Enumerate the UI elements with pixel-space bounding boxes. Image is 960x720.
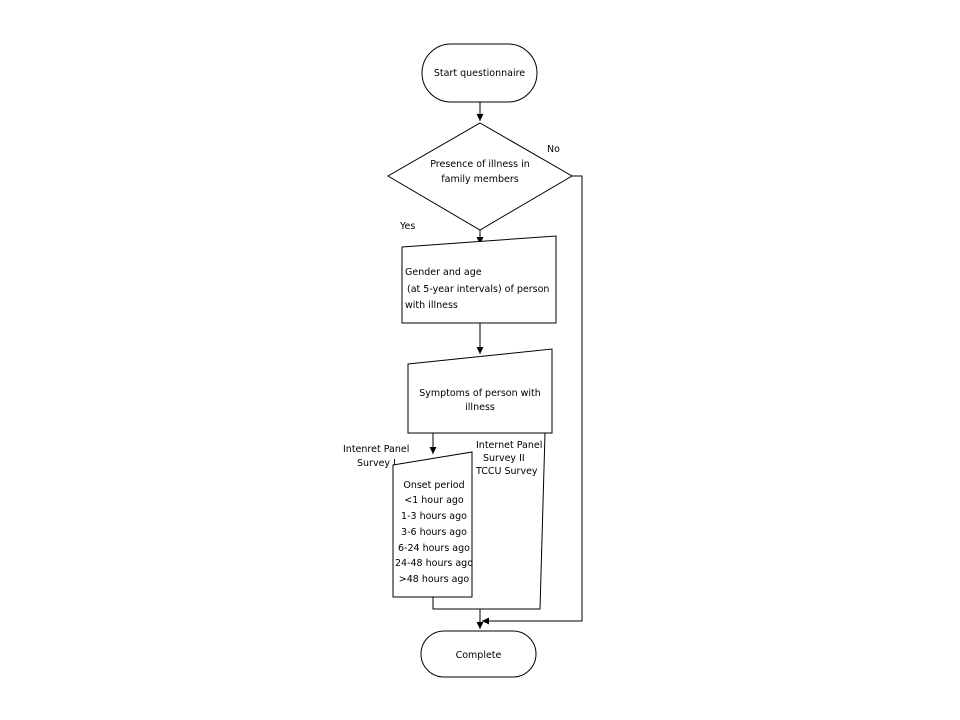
edge-label-survey-1-line-2: Survey I	[357, 458, 396, 469]
complete-terminator-shape	[420, 630, 537, 678]
connector-symptoms-survey2-to-merge	[480, 432, 546, 610]
demographics-input-shape	[401, 235, 557, 324]
demographics-label-line-2: (at 5-year intervals) of person	[407, 284, 549, 295]
edge-label-survey-2-line-1: Internet Panel	[476, 440, 542, 451]
complete-terminator: Complete	[420, 630, 537, 678]
onset-period-input-shape	[392, 451, 473, 598]
decision-label-line-2: family members	[441, 174, 518, 185]
edge-label-survey-2-line-3: TCCU Survey	[475, 466, 538, 477]
edge-label-survey-1-line-1: Intenret Panel	[343, 444, 409, 455]
demographics-input-box: Gender and age (at 5-year intervals) of …	[401, 235, 557, 324]
symptoms-input-shape	[407, 348, 553, 434]
symptoms-label-line-1: Symptoms of person with	[419, 388, 541, 399]
onset-option-2: 1-3 hours ago	[401, 511, 467, 522]
edge-label-no: No	[547, 144, 560, 155]
edge-label-survey-2-line-2: Survey II	[483, 453, 525, 464]
demographics-label-line-3: with illness	[405, 300, 458, 311]
onset-option-5: 24-48 hours ago	[395, 558, 473, 569]
symptoms-label-line-2: illness	[465, 402, 495, 413]
decision-label-line-1: Presence of illness in	[430, 159, 530, 170]
demographics-label-line-1: Gender and age	[405, 267, 482, 278]
start-terminator: Start questionnaire	[421, 43, 538, 103]
onset-option-4: 6-24 hours ago	[398, 543, 470, 554]
onset-option-1: <1 hour ago	[404, 495, 464, 506]
onset-period-input-box: Onset period <1 hour ago 1-3 hours ago 3…	[392, 451, 473, 598]
start-terminator-label: Start questionnaire	[434, 68, 525, 79]
connector-onset-to-merge	[432, 597, 480, 610]
symptoms-input-box: Symptoms of person with illness	[407, 348, 553, 434]
complete-terminator-label: Complete	[456, 650, 502, 661]
onset-option-6: >48 hours ago	[399, 574, 470, 585]
edge-label-yes: Yes	[399, 221, 415, 232]
onset-option-3: 3-6 hours ago	[401, 527, 467, 538]
onset-period-title: Onset period	[403, 480, 464, 491]
decision-diamond: Presence of illness in family members	[387, 122, 573, 231]
connector-decision-no-to-complete	[482, 175, 583, 625]
